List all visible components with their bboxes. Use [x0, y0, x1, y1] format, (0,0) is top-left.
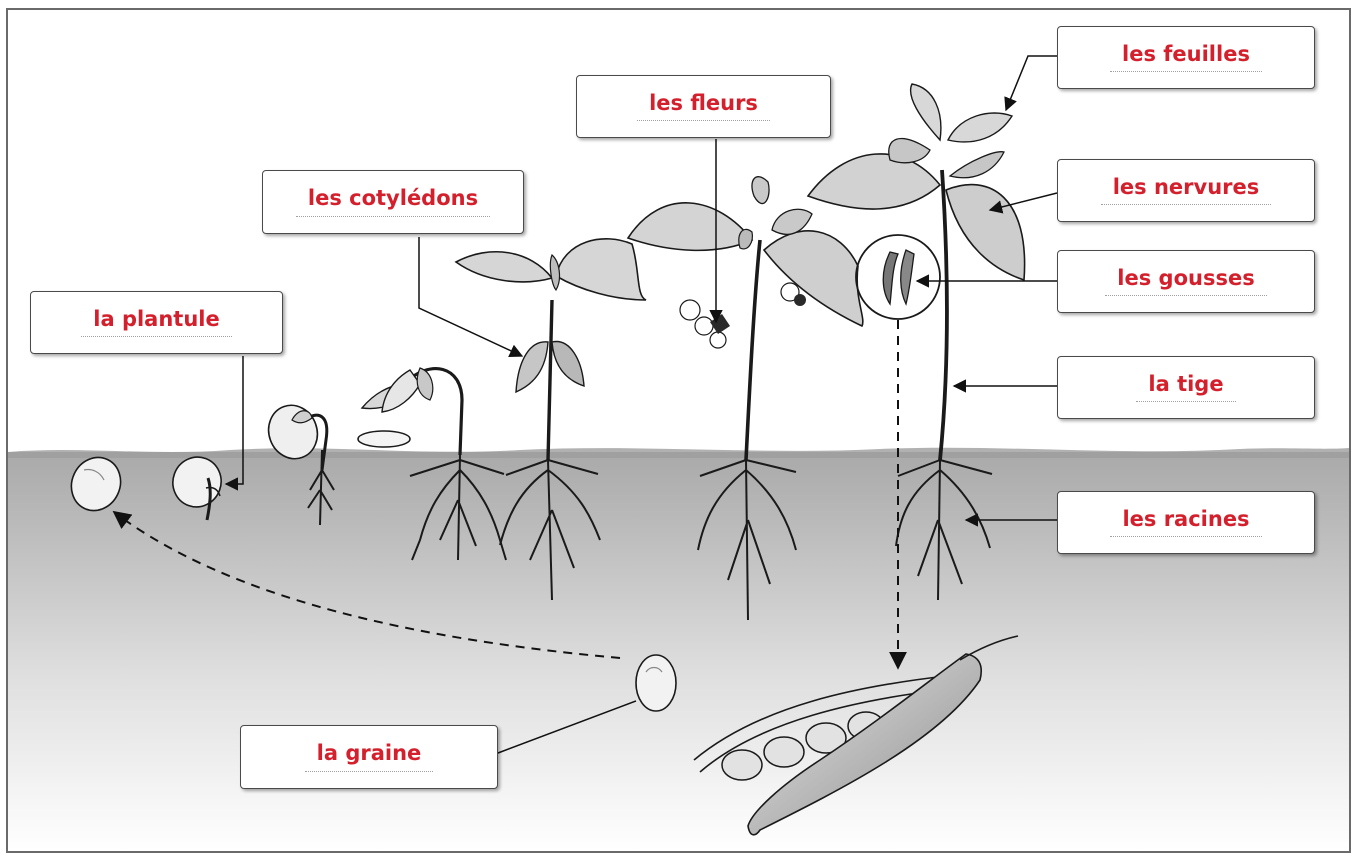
label-feuilles-text: les feuilles: [1110, 43, 1262, 72]
label-racines: les racines: [1057, 491, 1315, 554]
seed-graine: [636, 655, 676, 711]
label-fleurs-text: les fleurs: [637, 92, 770, 121]
label-plantule-text: la plantule: [81, 308, 231, 337]
label-nervures-text: les nervures: [1101, 176, 1272, 205]
label-gousses: les gousses: [1057, 250, 1315, 313]
label-plantule: la plantule: [30, 291, 283, 354]
flowers: [680, 283, 806, 348]
label-cotyledons-text: les cotylédons: [296, 187, 490, 216]
label-nervures: les nervures: [1057, 159, 1315, 222]
label-graine: la graine: [240, 725, 498, 789]
label-tige-text: la tige: [1136, 373, 1235, 402]
seedling-stage-4: [358, 368, 462, 455]
pods-magnifier: [856, 235, 940, 319]
label-graine-text: la graine: [305, 742, 434, 771]
label-cotyledons: les cotylédons: [262, 170, 524, 234]
label-gousses-text: les gousses: [1105, 267, 1266, 296]
plant-stage-6: [628, 177, 863, 460]
seedling-stage-5: [456, 239, 646, 460]
label-racines-text: les racines: [1110, 508, 1261, 537]
label-tige: la tige: [1057, 356, 1315, 419]
label-feuilles: les feuilles: [1057, 26, 1315, 89]
label-fleurs: les fleurs: [576, 75, 831, 138]
